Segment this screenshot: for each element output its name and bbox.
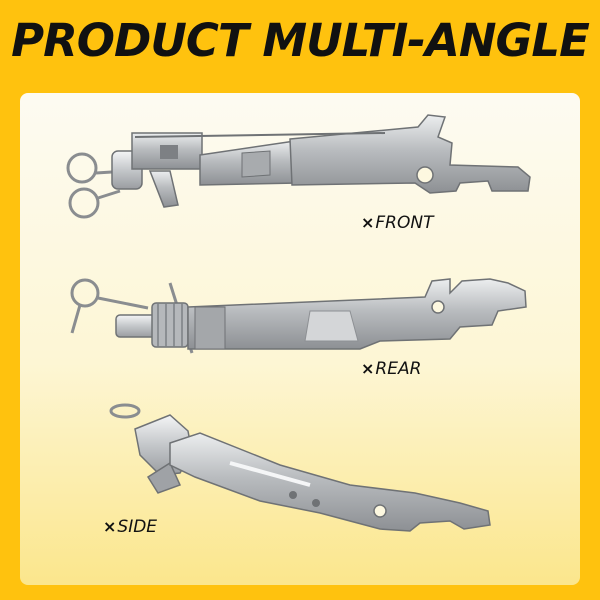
page-title: PRODUCT MULTI-ANGLE bbox=[11, 14, 590, 67]
rear-view-image bbox=[70, 278, 527, 354]
product-panel: ×FRONT ×REAR ×SIDE bbox=[20, 93, 580, 585]
rear-adjuster-icon bbox=[115, 278, 527, 350]
side-adjuster-icon bbox=[134, 414, 491, 532]
front-adjuster-icon bbox=[111, 114, 531, 208]
front-view-image bbox=[66, 114, 531, 219]
side-label: ×SIDE bbox=[103, 517, 158, 537]
rear-label: ×REAR bbox=[361, 359, 422, 379]
front-label: ×FRONT bbox=[361, 213, 434, 233]
side-view-image bbox=[109, 403, 491, 532]
